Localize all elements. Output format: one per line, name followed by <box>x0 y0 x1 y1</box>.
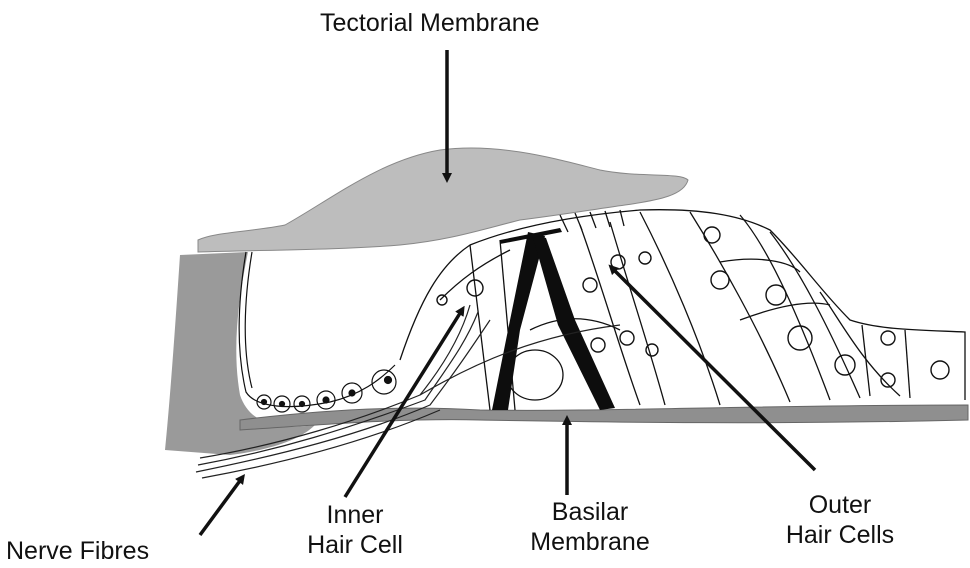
inner-sulcus-cells <box>239 252 396 412</box>
basilar-membrane-label-line2: Membrane <box>510 527 670 557</box>
organ-of-corti <box>400 210 965 410</box>
outer-hair-cells-arrow <box>612 268 815 470</box>
inner-hair-cell-arrow <box>345 310 462 497</box>
nerve-fibres-label: Nerve Fibres <box>6 536 149 566</box>
inner-hair-cell-label: Inner Hair Cell <box>285 500 425 560</box>
inner-hair-cell-label-line2: Hair Cell <box>285 530 425 560</box>
pointer-arrows <box>200 50 815 535</box>
pillar-cells <box>492 228 615 410</box>
inner-hair-cell-label-line1: Inner <box>285 500 425 530</box>
tectorial-membrane-label: Tectorial Membrane <box>320 8 540 38</box>
outer-hair-cells-label: Outer Hair Cells <box>760 490 920 550</box>
basilar-membrane-label-line1: Basilar <box>510 497 670 527</box>
nerve-fibres-arrow <box>200 478 242 535</box>
basilar-membrane-label: Basilar Membrane <box>510 497 670 557</box>
outer-hair-cells-label-line1: Outer <box>760 490 920 520</box>
outer-hair-cells-label-line2: Hair Cells <box>760 520 920 550</box>
